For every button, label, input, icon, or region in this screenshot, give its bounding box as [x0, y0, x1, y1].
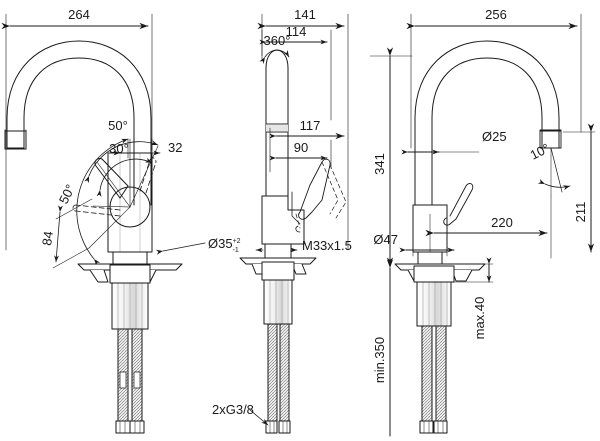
dimension-label-114: 114 [286, 24, 307, 39]
dimension-117: 117 [269, 118, 345, 151]
shank-and-hoses-left [109, 264, 151, 434]
dimension-d25: Ø25 [401, 129, 507, 161]
dimension-220: 220 [425, 195, 552, 259]
dimension-label-30: 30° [109, 141, 129, 156]
faucet-body-right [412, 183, 474, 253]
spout-outline-left [4, 40, 152, 206]
shank-and-hoses-front [239, 243, 317, 434]
spout-outline-right [414, 40, 562, 206]
pivot-center-lines [88, 138, 159, 249]
dimension-84: 84 [39, 198, 93, 269]
dimension-341: 341 [369, 47, 413, 267]
dimension-label-341: 341 [372, 153, 387, 175]
faucet-body-front [261, 158, 347, 245]
dimension-label-360: 360° [264, 33, 291, 48]
dimension-label-211: 211 [573, 202, 588, 223]
dimension-min350: min.350 [372, 259, 394, 437]
dimension-label-d35: Ø35+2-1 [208, 236, 241, 254]
dimension-90: 90 [269, 139, 332, 173]
dimension-label-264: 264 [68, 7, 90, 22]
dimension-360: 360° [259, 33, 291, 65]
lever-handle-left [72, 157, 157, 228]
dimension-label-84: 84 [39, 230, 56, 246]
dimension-label-256: 256 [485, 7, 507, 22]
dimension-d35: Ø35+2-1 [155, 236, 241, 255]
dimension-label-141: 141 [294, 7, 316, 22]
dimension-label-d25: Ø25 [482, 129, 507, 144]
spout-front [265, 49, 289, 197]
left-view: 264 [1, 7, 241, 434]
dimension-114: 114 [259, 24, 332, 121]
dimension-211: 211 [562, 123, 596, 253]
dimension-label-d47: Ø47 [373, 232, 398, 247]
dimension-g38: 2xG3/8 [212, 402, 269, 426]
dimension-10deg: 10° [528, 140, 571, 197]
dimension-label-max40: max.40 [472, 297, 487, 340]
dimension-label-90: 90 [294, 140, 308, 155]
dimension-50-inner: 50° [84, 118, 159, 184]
dimension-141: 141 [257, 7, 349, 251]
shank-and-hoses-right [394, 251, 486, 434]
dimension-label-117: 117 [300, 118, 321, 133]
dimension-d47: Ø47 [373, 232, 455, 257]
dimension-label-min350: min.350 [372, 337, 387, 383]
spout-outlet-left [4, 130, 27, 150]
right-view: 256 341 min.350 Ø25 [369, 7, 596, 437]
middle-view: 141 114 360° 117 [212, 7, 352, 434]
dimension-label-220: 220 [491, 215, 513, 230]
dimension-label-g38: 2xG3/8 [212, 402, 254, 417]
dimension-label-50-inner: 50° [108, 118, 128, 133]
dimension-label-50-outer: 50° [56, 182, 78, 206]
dimension-32: 32 [113, 138, 182, 159]
dimension-label-m33: M33x1.5 [302, 238, 352, 253]
dimension-256: 256 [406, 7, 582, 149]
dimension-264: 264 [1, 7, 153, 251]
dimension-label-32: 32 [168, 140, 182, 155]
dimension-label-10deg: 10° [528, 140, 552, 162]
